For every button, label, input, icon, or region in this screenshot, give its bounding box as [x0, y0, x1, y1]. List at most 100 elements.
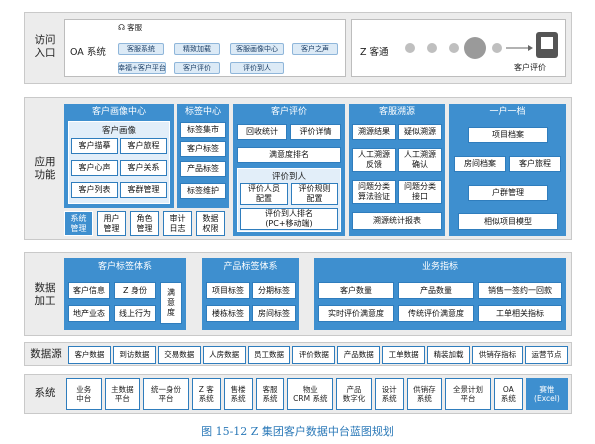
onefile-cell[interactable]: 相似项目模型	[458, 213, 558, 230]
tag-cell[interactable]: 标签集市	[180, 122, 226, 138]
onefile-cell[interactable]: 项目档案	[468, 127, 548, 143]
pill-portrait-center[interactable]: 客服画像中心	[230, 43, 284, 55]
system-item-excel[interactable]: 赛惟 (Excel)	[525, 378, 569, 410]
trace-cell[interactable]: 人工溯源 确认	[398, 148, 442, 172]
system-item[interactable]: 供销存 系统	[406, 378, 443, 410]
admin-button[interactable]: 审计 日志	[163, 211, 192, 236]
headset-icon: ☊	[118, 23, 126, 32]
system-item[interactable]: 客服 系统	[255, 378, 285, 410]
system-item[interactable]: 物业 CRM 系统	[287, 378, 334, 410]
pill-kefu-system[interactable]: 客服系统	[118, 43, 164, 55]
tag-cell[interactable]: 标签维护	[180, 183, 226, 199]
pill-customer-eval[interactable]: 客户评价	[174, 62, 220, 74]
portrait-cell[interactable]: 客群管理	[120, 182, 167, 198]
biz-cell[interactable]: 工单相关指标	[478, 305, 562, 322]
trace-cell[interactable]: 疑似溯源	[398, 124, 442, 140]
z-ketong-eval-label: 客户评价	[514, 63, 546, 72]
eval-to-person-title: 评价到人	[271, 172, 306, 182]
source-item[interactable]: 精装加载	[427, 346, 471, 364]
source-list: 客户数据 到访数据 交易数据 人房数据 员工数据 评价数据 产品数据 工单数据 …	[68, 346, 568, 364]
biz-metrics-title: 业务指标	[421, 262, 458, 272]
eval-sub-cell[interactable]: 评价到人排名 (PC+移动端)	[240, 208, 338, 230]
admin-button[interactable]: 数据 权限	[196, 211, 225, 236]
cust-tags-title: 客户标签体系	[97, 262, 152, 272]
pill-eval-to-person[interactable]: 评价到人	[230, 62, 284, 74]
admin-button[interactable]: 角色 管理	[130, 211, 159, 236]
tag-center-title: 标签中心	[184, 107, 221, 117]
source-item[interactable]: 客户数据	[68, 346, 111, 364]
system-item[interactable]: 主数据 平台	[104, 378, 141, 410]
prod-tag-cell[interactable]: 房间标签	[252, 305, 296, 322]
source-item[interactable]: 评价数据	[292, 346, 336, 364]
system-item[interactable]: 业务 中台	[66, 378, 102, 410]
trace-cell[interactable]: 问题分类 接口	[398, 180, 442, 204]
center-node-icon	[464, 37, 486, 59]
source-item[interactable]: 运营节点	[525, 346, 568, 364]
system-item[interactable]: 产品 数字化	[336, 378, 372, 410]
source-item[interactable]: 到访数据	[112, 346, 156, 364]
pill-customer-voice[interactable]: 客户之声	[292, 43, 338, 55]
eval-sub-cell[interactable]: 评价人员 配置	[240, 183, 288, 205]
admin-button[interactable]: 用户 管理	[97, 211, 126, 236]
pill-happiness-platform[interactable]: 幸福+客户平台	[118, 62, 166, 74]
cust-tag-cell[interactable]: 满 意 度	[160, 282, 182, 324]
biz-cell[interactable]: 产品数量	[398, 282, 474, 299]
portrait-cell[interactable]: 客户列表	[71, 182, 118, 198]
onefile-title: 一户一档	[489, 107, 526, 117]
source-item[interactable]: 人房数据	[202, 346, 246, 364]
system-list: 业务 中台 主数据 平台 统一身份 平台 Z 客 系统 售楼 系统 客服 系统 …	[66, 378, 569, 410]
source-item[interactable]: 供销存指标	[472, 346, 524, 364]
cust-tag-cell[interactable]: Z 身份	[114, 282, 156, 299]
eval-sub-cell[interactable]: 评价规则 配置	[291, 183, 338, 205]
eval-title: 客户评价	[270, 107, 307, 117]
eval-cell[interactable]: 回收统计	[237, 124, 287, 140]
oa-system-label: OA 系统	[70, 47, 106, 58]
access-row-label: 访问 入口	[34, 34, 56, 59]
system-item[interactable]: 全景计划 平台	[445, 378, 491, 410]
cust-tag-cell[interactable]: 地产业态	[68, 305, 110, 322]
portrait-cell[interactable]: 客户旅程	[120, 138, 167, 154]
eval-cell[interactable]: 满意度排名	[237, 147, 341, 163]
source-item[interactable]: 员工数据	[247, 346, 291, 364]
prod-tag-cell[interactable]: 分期标签	[252, 282, 296, 299]
trace-cell[interactable]: 溯源结果	[352, 124, 396, 140]
biz-cell[interactable]: 客户数量	[318, 282, 394, 299]
trace-cell[interactable]: 问题分类 算法验证	[352, 180, 396, 204]
portrait-center-title: 客户画像中心	[91, 107, 146, 117]
app-row-label: 应用 功能	[34, 156, 56, 181]
portrait-cell[interactable]: 客户心声	[71, 160, 118, 176]
portrait-cell[interactable]: 客户描摹	[71, 138, 118, 154]
system-item[interactable]: Z 客 系统	[191, 378, 221, 410]
cust-tag-cell[interactable]: 线上行为	[114, 305, 156, 322]
biz-cell[interactable]: 传统评价满意度	[398, 305, 474, 322]
prod-tag-cell[interactable]: 楼栋标签	[206, 305, 250, 322]
system-item[interactable]: 统一身份 平台	[143, 378, 189, 410]
system-item[interactable]: 设计 系统	[374, 378, 404, 410]
tag-cell[interactable]: 产品标签	[180, 161, 226, 177]
system-row-label: 系统	[34, 387, 56, 399]
biz-cell[interactable]: 实时评价满意度	[318, 305, 394, 322]
source-item[interactable]: 交易数据	[157, 346, 201, 364]
pill-jingzhi[interactable]: 精致加载	[174, 43, 220, 55]
portrait-inner-title: 客户画像	[101, 126, 136, 136]
portrait-cell[interactable]: 客户关系	[120, 160, 167, 176]
system-item[interactable]: OA 系统	[493, 378, 523, 410]
source-item[interactable]: 产品数据	[337, 346, 381, 364]
system-item[interactable]: 售楼 系统	[223, 378, 253, 410]
prod-tag-cell[interactable]: 项目标签	[206, 282, 250, 299]
cust-tag-cell[interactable]: 客户信息	[68, 282, 110, 299]
figure-caption: 图 15-12 Z 集团客户数据中台蓝图规划	[201, 425, 394, 438]
trace-cell[interactable]: 溯源统计报表	[352, 212, 442, 230]
admin-button[interactable]: 系统 管理	[64, 211, 93, 236]
source-row-label: 数据源	[30, 348, 62, 360]
tag-cell[interactable]: 客户标签	[180, 141, 226, 157]
eval-cell[interactable]: 评价详情	[290, 124, 341, 140]
onefile-cell[interactable]: 户群管理	[468, 185, 548, 201]
onefile-cell[interactable]: 房间档案	[454, 156, 506, 172]
biz-cell[interactable]: 销售一签约一回款	[478, 282, 562, 299]
source-item[interactable]: 工单数据	[382, 346, 426, 364]
z-ketong-label: Z 客通	[360, 47, 389, 58]
trace-cell[interactable]: 人工溯源 反馈	[352, 148, 396, 172]
kefu-header: ☊ 客服	[118, 22, 142, 33]
onefile-cell[interactable]: 客户旅程	[509, 156, 561, 172]
